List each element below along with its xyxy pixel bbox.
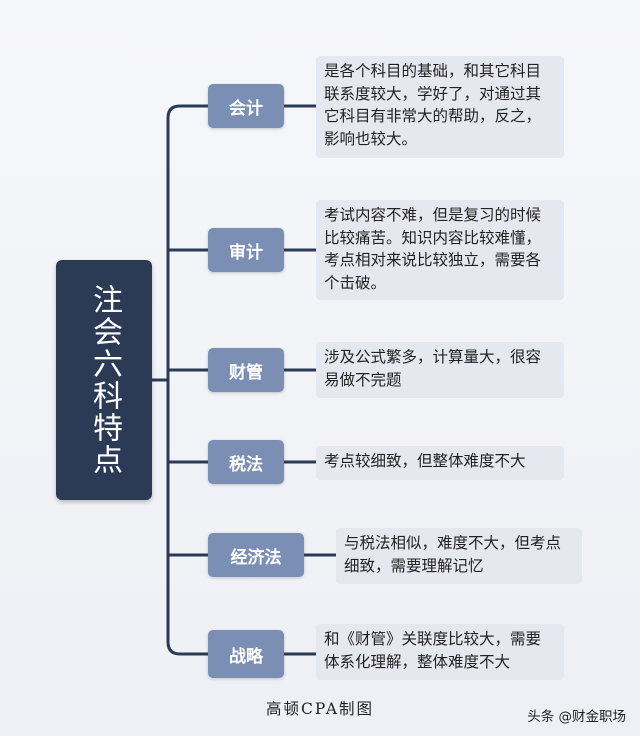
root-node: 注会六科特点	[56, 260, 152, 500]
branch-node-tax-law: 税法	[208, 440, 284, 484]
desc-text: 考试内容不难，但是复习的时候比较痛苦。知识内容比较难懂，考点相对来说比较独立，需…	[324, 206, 542, 292]
desc-box-accounting: 是各个科目的基础，和其它科目联系度较大，学好了，对通过其它科目有非常大的帮助，反…	[316, 56, 564, 158]
branch-node-accounting: 会计	[208, 84, 284, 128]
branch-node-economic-law: 经济法	[208, 533, 304, 577]
branch-label: 审计	[229, 242, 263, 263]
desc-text: 和《财管》关联度比较大，需要体系化理解，整体难度不大	[324, 630, 542, 671]
desc-box-economic-law: 与税法相似，难度不大，但考点细致，需要理解记忆	[336, 528, 582, 584]
desc-box-finance: 涉及公式繁多，计算量大，很容易做不完题	[316, 342, 564, 398]
desc-text: 考点较细致，但整体难度不大	[324, 452, 526, 470]
branch-node-audit: 审计	[208, 228, 284, 272]
desc-text: 是各个科目的基础，和其它科目联系度较大，学好了，对通过其它科目有非常大的帮助，反…	[324, 62, 542, 148]
root-title: 注会六科特点	[87, 284, 122, 476]
desc-box-audit: 考试内容不难，但是复习的时候比较痛苦。知识内容比较难懂，考点相对来说比较独立，需…	[316, 200, 564, 300]
spine-line	[166, 104, 181, 656]
source-watermark: 头条 @财金职场	[527, 709, 626, 725]
branch-node-strategy: 战略	[208, 630, 284, 678]
branch-label: 战略	[229, 646, 263, 667]
branch-node-finance: 财管	[208, 348, 284, 392]
branch-label: 财管	[229, 362, 263, 383]
desc-box-tax-law: 考点较细致，但整体难度不大	[316, 446, 564, 480]
branch-label: 经济法	[230, 547, 282, 568]
desc-text: 与税法相似，难度不大，但考点细致，需要理解记忆	[344, 534, 562, 575]
branch-label: 会计	[229, 98, 263, 119]
branch-label: 税法	[229, 454, 263, 475]
figure-caption: 高顿CPA制图	[265, 700, 375, 718]
desc-text: 涉及公式繁多，计算量大，很容易做不完题	[324, 348, 542, 389]
desc-box-strategy: 和《财管》关联度比较大，需要体系化理解，整体难度不大	[316, 624, 564, 680]
